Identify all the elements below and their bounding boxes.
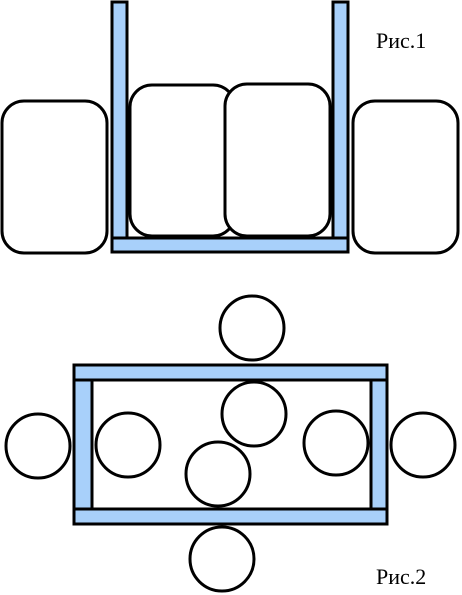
figure-2	[4, 294, 457, 593]
frame-bottom-bar	[72, 507, 389, 526]
figure-1	[0, 0, 460, 255]
right-outer-block	[351, 99, 460, 255]
circle-bottom-outside	[188, 525, 256, 593]
left-outer-block	[0, 99, 109, 255]
frame-left-post	[110, 0, 129, 240]
left-inner-block	[128, 83, 237, 238]
figure-2-label: Рис.2	[376, 564, 427, 589]
frame-base	[110, 236, 350, 254]
circle-center-inside	[184, 440, 252, 508]
circle-left-outside	[4, 412, 72, 480]
circle-top-inside	[220, 380, 288, 448]
frame-top-bar	[72, 363, 389, 382]
circle-right-outside	[389, 411, 457, 479]
frame-right-post	[331, 0, 350, 240]
figure-1-label: Рис.1	[376, 28, 427, 53]
circle-right-inside	[302, 409, 370, 477]
frame-right-bar	[369, 378, 389, 511]
right-inner-block	[223, 82, 332, 238]
circle-top-outside	[218, 294, 286, 362]
frame-left-bar	[72, 378, 94, 511]
circle-left-inside	[94, 411, 162, 479]
